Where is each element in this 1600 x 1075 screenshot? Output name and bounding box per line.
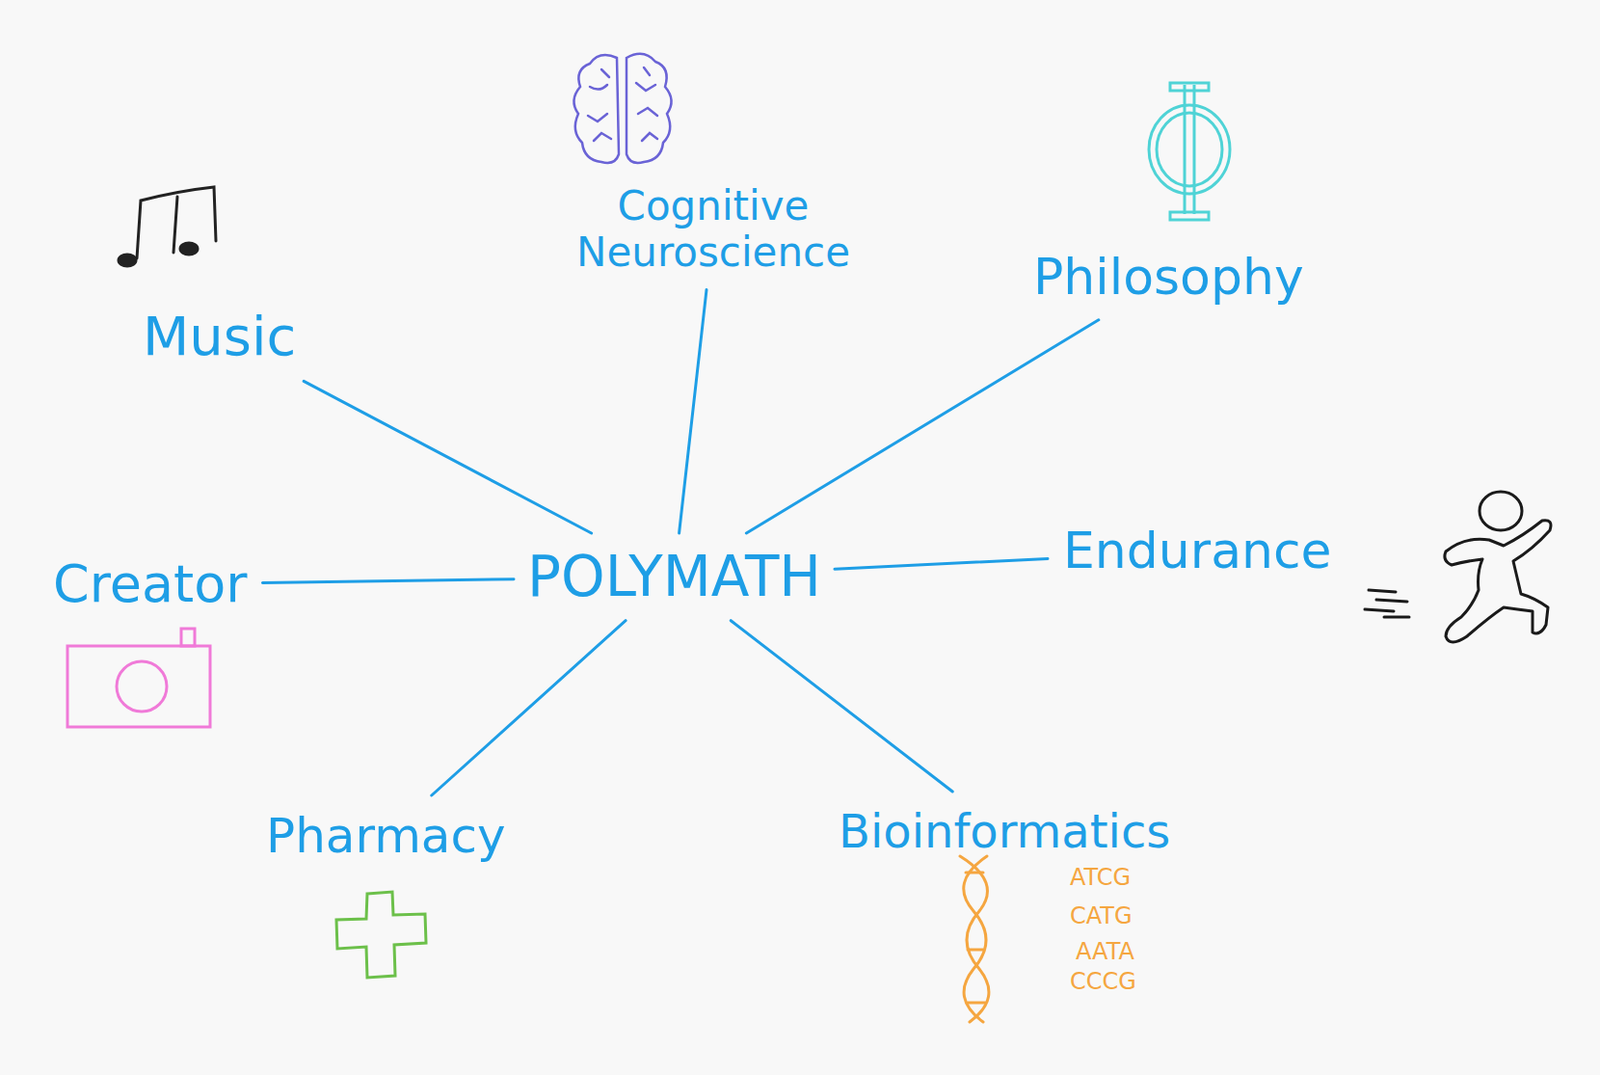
connector-line (303, 380, 591, 534)
connector-line (746, 320, 1098, 534)
connector-stroke (679, 290, 707, 534)
topic-node: Cognitive Neuroscience (505, 179, 922, 281)
topic-node: Bioinformatics (832, 800, 1176, 862)
topic-text: Creator (53, 554, 247, 614)
topic-text: Pharmacy (266, 808, 507, 865)
sequence-label: ATCG (1069, 865, 1131, 889)
connector-line (730, 620, 953, 792)
sequence-label: CCCG (1069, 969, 1137, 993)
phi-symbol (1148, 82, 1230, 220)
topic-text: Music (142, 305, 296, 368)
topic-node: Endurance (1057, 518, 1338, 585)
connector-stroke (431, 620, 626, 796)
camera-icon (67, 628, 211, 727)
runner-icon (1364, 491, 1551, 642)
brain-icon (573, 53, 671, 163)
connector-line (679, 290, 707, 534)
connector-stroke (730, 620, 953, 792)
connector-stroke (834, 558, 1048, 569)
connector-line (262, 579, 514, 584)
connector-stroke (262, 579, 514, 584)
topic-text: Endurance (1063, 522, 1333, 581)
topic-text: Philosophy (1033, 248, 1305, 307)
connector-line (834, 558, 1048, 569)
topic-node: Music (136, 301, 302, 372)
sequence-label: CATG (1069, 904, 1133, 928)
pharmacy-cross-icon (336, 891, 427, 978)
connector-stroke (303, 380, 591, 534)
sequence-label: AATA (1075, 939, 1135, 963)
topic-text: Bioinformatics (838, 804, 1171, 858)
music-notes-icon (118, 186, 216, 267)
central-topic: POLYMATH (521, 540, 827, 614)
topic-node: Pharmacy (260, 804, 512, 869)
topic-node: Philosophy (1027, 244, 1310, 311)
connector-line (431, 620, 626, 796)
topic-node: Creator (47, 550, 253, 618)
connector-stroke (746, 320, 1098, 534)
topic-text: Cognitive Neuroscience (510, 183, 916, 277)
topic-text: POLYMATH (527, 544, 822, 610)
dna-helix-icon (960, 855, 989, 1022)
